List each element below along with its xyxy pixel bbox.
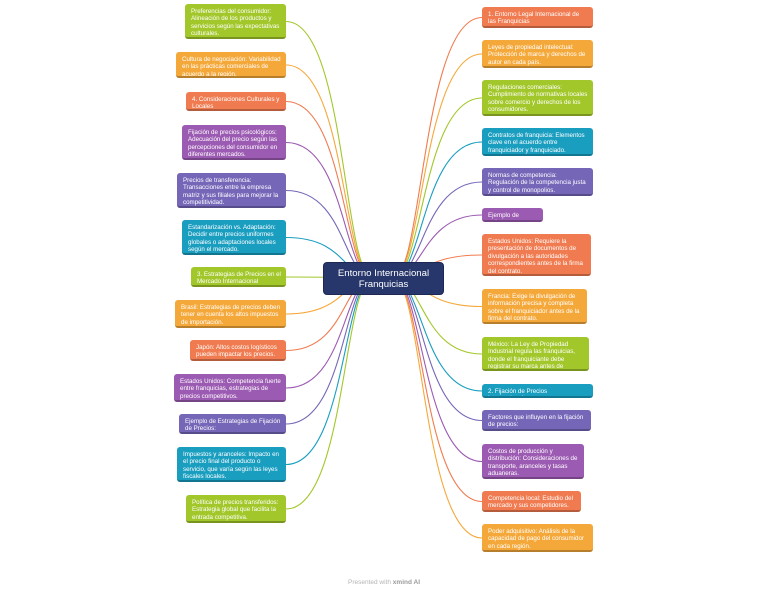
left-node-transfer-pricing-policy[interactable]: Política de precios transferidos: Estrat… [186,495,286,523]
right-node-purchasing-power[interactable]: Poder adquisitivo: Análisis de la capaci… [482,524,593,552]
left-node-japan[interactable]: Japón: Altos costos logísticos pueden im… [190,340,286,361]
connector-line-left-10 [285,277,374,425]
right-node-mexico[interactable]: México: La Ley de Propiedad Industrial r… [482,337,589,371]
central-topic-label: Entorno Internacional Franquicias [337,267,430,290]
left-node-cultural-considerations[interactable]: 4. Consideraciones Culturales y Locales [186,92,286,111]
right-node-united-states[interactable]: Estados Unidos: Requiere la presentación… [482,234,591,276]
right-node-commercial-regulations[interactable]: Regulaciones comerciales: Cumplimiento d… [482,80,593,116]
connector-line-left-11 [285,277,374,466]
left-node-psychological-pricing[interactable]: Fijación de precios psicológicos: Adecua… [182,125,286,160]
left-node-pricing-examples[interactable]: Ejemplo de Estrategias de Fijación de Pr… [179,414,286,434]
left-node-standardization[interactable]: Estandarización vs. Adaptación: Decidir … [182,220,286,255]
right-node-pricing-factors[interactable]: Factores que influyen en la fijación de … [482,410,591,431]
right-node-franchise-contracts[interactable]: Contratos de franquicia: Elementos clave… [482,128,593,156]
left-node-transfer-prices[interactable]: Precios de transferencia: Transacciones … [177,173,286,208]
footer-attribution: Presented with xmind AI [347,579,421,586]
left-node-pricing-strategies[interactable]: 3. Estrategias de Precios en el Mercado … [191,267,286,287]
connector-line-left-2 [285,100,374,279]
connector-line-left-1 [285,64,374,279]
connector-line-right-12 [392,277,483,503]
right-node-country-examples[interactable]: Ejemplo de países: [482,208,543,222]
left-node-brazil[interactable]: Brasil: Estrategias de precios deben ten… [175,300,286,328]
connector-line-left-12 [285,277,374,510]
left-node-taxes-tariffs[interactable]: Impuestos y aranceles: Impacto en el pre… [177,447,286,482]
left-node-negotiation-culture[interactable]: Cultura de negociación: Variabilidad en … [176,52,286,78]
central-topic[interactable]: Entorno Internacional Franquicias [323,262,444,295]
right-node-local-competition[interactable]: Competencia local: Estudio del mercado y… [482,491,581,512]
connector-line-right-2 [392,97,483,279]
connector-line-right-1 [392,53,483,279]
right-node-competition-rules[interactable]: Normas de competencia: Regulación de la … [482,168,593,196]
right-node-international-pricing[interactable]: 2. Fijación de Precios Internacionales [482,384,593,398]
right-node-production-costs[interactable]: Costos de producción y distribución: Con… [482,444,584,479]
right-node-legal-environment[interactable]: 1. Entorno Legal Internacional de las Fr… [482,7,593,28]
right-node-intellectual-property[interactable]: Leyes de propiedad intelectual: Protecci… [482,40,593,68]
right-node-france[interactable]: Francia: Exige la divulgación de informa… [482,289,587,324]
left-node-consumer-preferences[interactable]: Preferencias del consumidor: Alineación … [185,4,286,39]
brand-logo: xmind AI [392,579,421,586]
left-node-united-states-competition[interactable]: Estados Unidos: Competencia fuerte entre… [174,374,286,402]
